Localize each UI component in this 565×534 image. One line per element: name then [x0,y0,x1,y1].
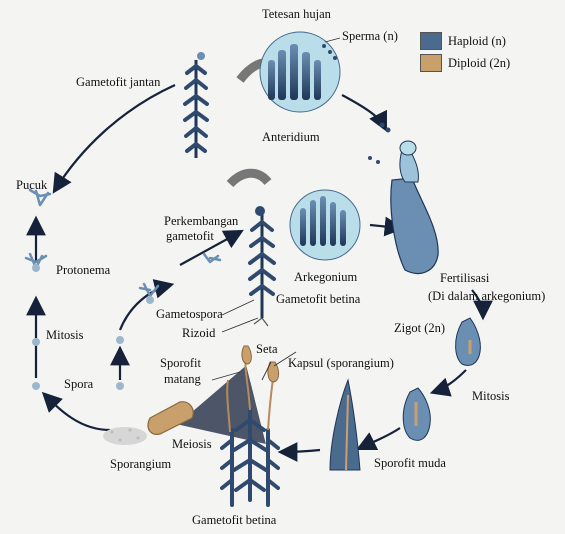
label-sporofit-matang-1: Sporofit [160,356,201,370]
label-kapsul: Kapsul (sporangium) [288,356,394,370]
label-arkegonium: Arkegonium [294,270,358,284]
label-anteridium: Anteridium [262,130,320,144]
label-mitosis-right: Mitosis [472,389,510,403]
arrow-sporangium-to-spora [41,391,111,432]
label-sporofit-muda: Sporofit muda [374,456,446,470]
label-tetesan-hujan: Tetesan hujan [262,7,331,21]
arrow-to-gametofit-betina-bottom [277,442,321,462]
label-perkembangan-2: gametofit [166,229,214,243]
zigot-stage [455,317,481,366]
gametofit-jantan-plant [183,52,209,158]
label-mitosis-left: Mitosis [46,328,84,342]
sporangium-capsule [103,401,194,445]
gametofit-betina-upper-plant [248,206,276,327]
label-protonema: Protonema [56,263,111,277]
label-gametospora: Gametospora [156,307,223,321]
label-zigot: Zigot (2n) [394,321,446,335]
label-fertilisasi-2: (Di dalam arkegonium) [428,289,546,303]
label-gametofit-jantan: Gametofit jantan [76,75,161,89]
diploid-swatch [420,54,442,72]
arrow-pucuk-to-gametofit-jantan [52,83,176,194]
legend-haploid: Haploid (n) [420,30,510,52]
label-meiosis: Meiosis [172,437,212,451]
fertilisasi-archegonium [390,140,439,275]
legend-diploid-label: Diploid (2n) [448,55,511,70]
legend-diploid: Diploid (2n) [420,52,510,74]
label-fertilisasi-1: Fertilisasi [440,271,490,285]
spore-dots [32,264,154,390]
label-gametofit-betina-upper: Gametofit betina [276,292,361,306]
arrow-to-sporofit-muda [356,427,401,450]
haploid-swatch [420,32,442,50]
legend: Haploid (n) Diploid (2n) [420,30,510,74]
sporofit-matang-plant [220,345,280,507]
arrow-to-zigot [471,289,493,321]
label-pucuk: Pucuk [16,178,48,192]
arrow-to-gametofit-betina [179,229,244,266]
label-perkembangan-1: Perkembangan [164,214,239,228]
arkegonium-illustration [289,189,361,261]
anteridium-illustration [259,31,391,164]
arrow-sperm-to-archegonium [341,94,387,132]
label-rizoid: Rizoid [182,326,216,340]
label-sporangium: Sporangium [110,457,172,471]
arrow-to-protonema-branch [118,279,175,331]
protonema-sprouts [24,188,222,298]
mitosis-stage [402,387,431,441]
arrow-to-arkegonium-splash [226,168,272,188]
legend-haploid-label: Haploid (n) [448,33,506,48]
label-sporofit-matang-2: matang [164,372,201,386]
arrow-capsule-release [177,365,266,445]
label-seta: Seta [256,342,278,356]
sporofit-muda-plant [329,378,361,471]
label-sperma: Sperma (n) [342,29,398,43]
label-spora: Spora [64,377,94,391]
cycle-arrows [26,83,493,462]
leader-lines [211,37,341,381]
arrow-zigot-to-mitosis [429,369,467,397]
label-gametofit-betina-bottom: Gametofit betina [192,513,277,527]
